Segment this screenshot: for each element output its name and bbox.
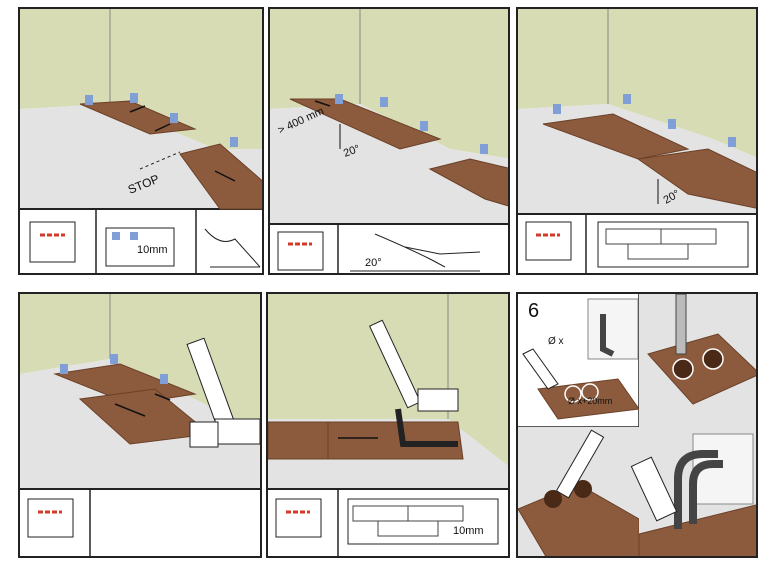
- glue-bottle-icon: [630, 456, 678, 522]
- step-1-illustration: STOP 10mm: [20, 9, 262, 273]
- step-6-panel: 6 Ø x Ø x+20mm: [516, 292, 758, 558]
- spacer: [335, 94, 343, 104]
- spacer: [668, 119, 676, 129]
- hammer-icon: [368, 319, 459, 412]
- spacer: [420, 121, 428, 131]
- spacer: [110, 354, 118, 364]
- step-3-panel: 3 20°: [516, 7, 758, 275]
- step-2-illustration: > 400 mm 20° 20°: [270, 9, 508, 273]
- spacer: [170, 113, 178, 123]
- spacer: [728, 137, 736, 147]
- pencil-icon: [522, 348, 559, 390]
- saw-icon: [555, 429, 605, 499]
- spacer: [85, 95, 93, 105]
- room-mini-icon: [525, 221, 572, 261]
- step-2-panel: 2 > 400 mm 20° 20°: [268, 7, 510, 275]
- pipe-diameter-label: Ø x: [548, 336, 564, 347]
- step-5-illustration: 10mm: [268, 294, 508, 556]
- room-mini-icon: [277, 231, 324, 271]
- spacer: [230, 137, 238, 147]
- spacer: [130, 93, 138, 103]
- spacer: [480, 144, 488, 154]
- step-4-panel: 4: [18, 292, 262, 558]
- angle-detail-label: 20°: [365, 257, 382, 269]
- step-4-illustration: [20, 294, 260, 556]
- spacer: [380, 97, 388, 107]
- step-6-illustration: Ø x Ø x+20mm: [518, 294, 756, 556]
- spacer: [623, 94, 631, 104]
- step-5-panel: 5 10mm: [266, 292, 510, 558]
- step-1-panel: 1 STOP 10mm: [18, 7, 264, 275]
- gap-label: 10mm: [453, 525, 484, 537]
- hole-diameter-label: Ø x+20mm: [568, 396, 612, 406]
- room-mini-icon: [27, 498, 74, 538]
- angle-label: 20°: [342, 143, 362, 160]
- step-3-illustration: 20°: [518, 9, 756, 273]
- pull-bar-icon: [395, 408, 458, 447]
- gap-label: 10mm: [137, 244, 168, 256]
- spacer: [60, 364, 68, 374]
- room-mini-icon: [29, 221, 76, 263]
- step-number: 6: [528, 300, 540, 322]
- room-mini-icon: [275, 498, 322, 538]
- spacer: [160, 374, 168, 384]
- hammer-icon: [186, 337, 260, 445]
- drill-icon: [675, 294, 687, 355]
- spacer: [553, 104, 561, 114]
